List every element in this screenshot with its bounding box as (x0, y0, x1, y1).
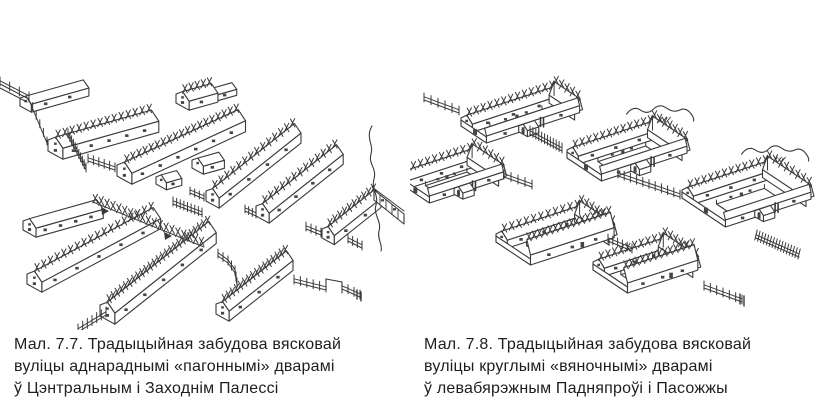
farmstead-building (116, 103, 247, 185)
caption-line: Мал. 7.7. Традыцыйная забудова вясковай (14, 336, 342, 353)
courtyard-farmstead (410, 138, 508, 204)
fences-and-street (0, 76, 405, 330)
fences-between-farmsteads (423, 92, 801, 307)
farmstead-building (205, 118, 302, 209)
figure-7-7: Мал. 7.7. Традыцыйная забудова вясковай … (0, 76, 405, 400)
farmstead-building (255, 139, 344, 224)
caption-line: ў Цэнтральным і Заходнім Палессі (14, 380, 279, 397)
courtyard-farmstead (566, 105, 695, 182)
farmstead-building (215, 244, 294, 322)
farmstead-building (99, 215, 217, 325)
farmstead-building (47, 103, 160, 160)
courtyard-farmstead (460, 75, 584, 144)
farmstead-building (191, 151, 225, 175)
caption-line: Мал. 7.8. Традыцыйная забудова вясковай (424, 336, 752, 353)
farmstead-building (22, 199, 104, 238)
figure-7-8: Мал. 7.8. Традыцыйная забудова вясковай … (410, 0, 820, 410)
caption-line: ў левабярэжным Падняпроўі і Пасожжы (424, 380, 728, 397)
figure-7-8-caption: Мал. 7.8. Традыцыйная забудова вясковай … (424, 334, 806, 400)
farmstead-building (175, 77, 219, 111)
farmstead-building (155, 170, 183, 191)
caption-line: вуліцы круглымі «вяночнымі» дварамі (424, 358, 713, 375)
courtyard-farmstead (592, 227, 702, 294)
farmstead-building (19, 79, 90, 113)
farmstead-building (321, 183, 382, 246)
figure-7-7-caption: Мал. 7.7. Традыцыйная забудова вясковай … (14, 334, 396, 400)
vyanochnyya-dvary-illustration (410, 75, 815, 307)
pahonnyya-dvary-illustration (0, 76, 405, 330)
courtyard-farmstead (495, 194, 618, 266)
courtyard-farmstead (681, 145, 815, 228)
caption-line: вуліцы аднараднымі «пагоннымі» дварамі (14, 358, 335, 375)
